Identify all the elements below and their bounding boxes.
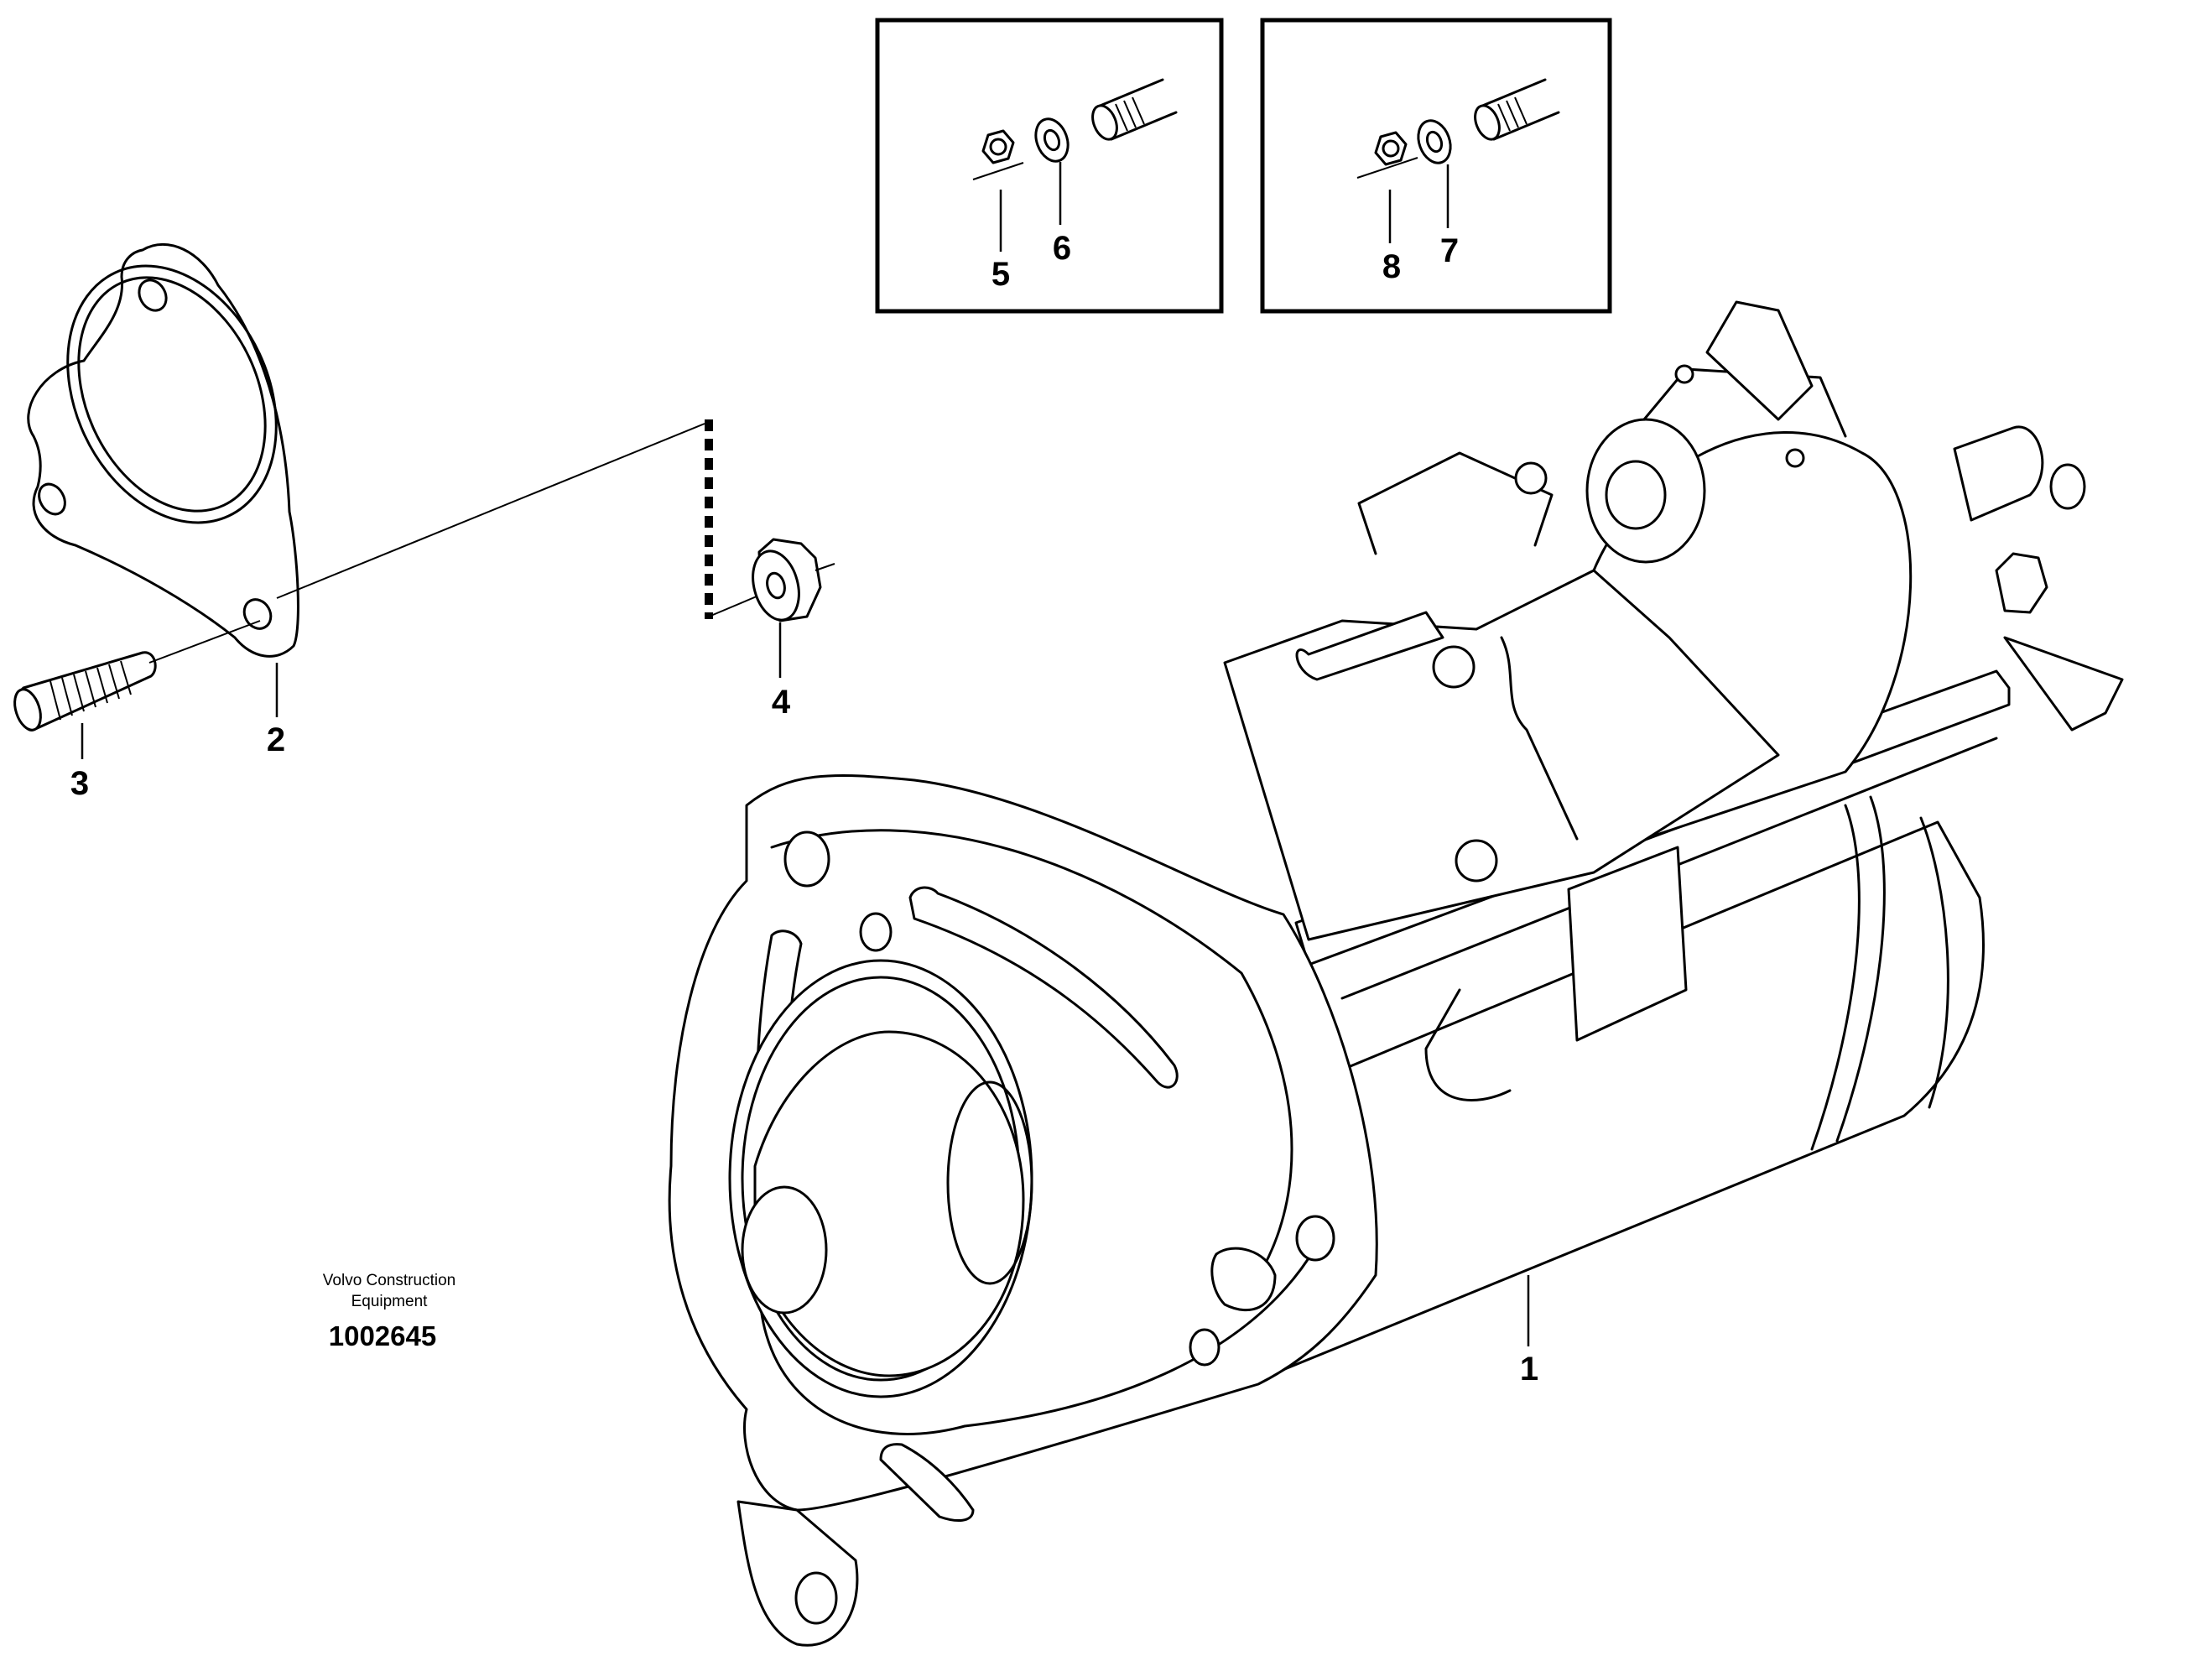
part-label-1: 1	[1520, 1351, 1538, 1388]
stud-part	[13, 651, 157, 732]
part-label-8: 8	[1382, 248, 1401, 285]
inset-box-left: 5 6	[875, 18, 1224, 314]
flange-nut-part	[752, 538, 835, 622]
part-label-2: 2	[267, 721, 285, 758]
part-label-4: 4	[772, 684, 791, 721]
part-label-5: 5	[991, 256, 1010, 293]
washer-icon	[1034, 117, 1070, 163]
drawing-number: 1002645	[329, 1320, 436, 1351]
hex-nut-icon	[1356, 131, 1418, 179]
washer-icon	[1417, 119, 1452, 164]
starter-motor-part	[668, 300, 2124, 1647]
gasket-part	[27, 242, 299, 658]
stud-icon	[1474, 78, 1560, 141]
assembly-line	[148, 620, 261, 664]
assembly-line	[276, 423, 705, 599]
inset-box-right: 8 7	[1260, 18, 1612, 314]
credit-company-line1: Volvo Construction	[323, 1272, 455, 1289]
stud-icon	[1091, 78, 1178, 141]
part-label-7: 7	[1440, 232, 1459, 269]
credit-company-line2: Equipment	[351, 1293, 429, 1310]
part-label-3: 3	[70, 765, 89, 802]
hex-nut-icon	[972, 129, 1024, 180]
part-label-6: 6	[1053, 230, 1071, 267]
credit-block: Volvo Construction Equipment 1002645	[323, 1272, 455, 1351]
